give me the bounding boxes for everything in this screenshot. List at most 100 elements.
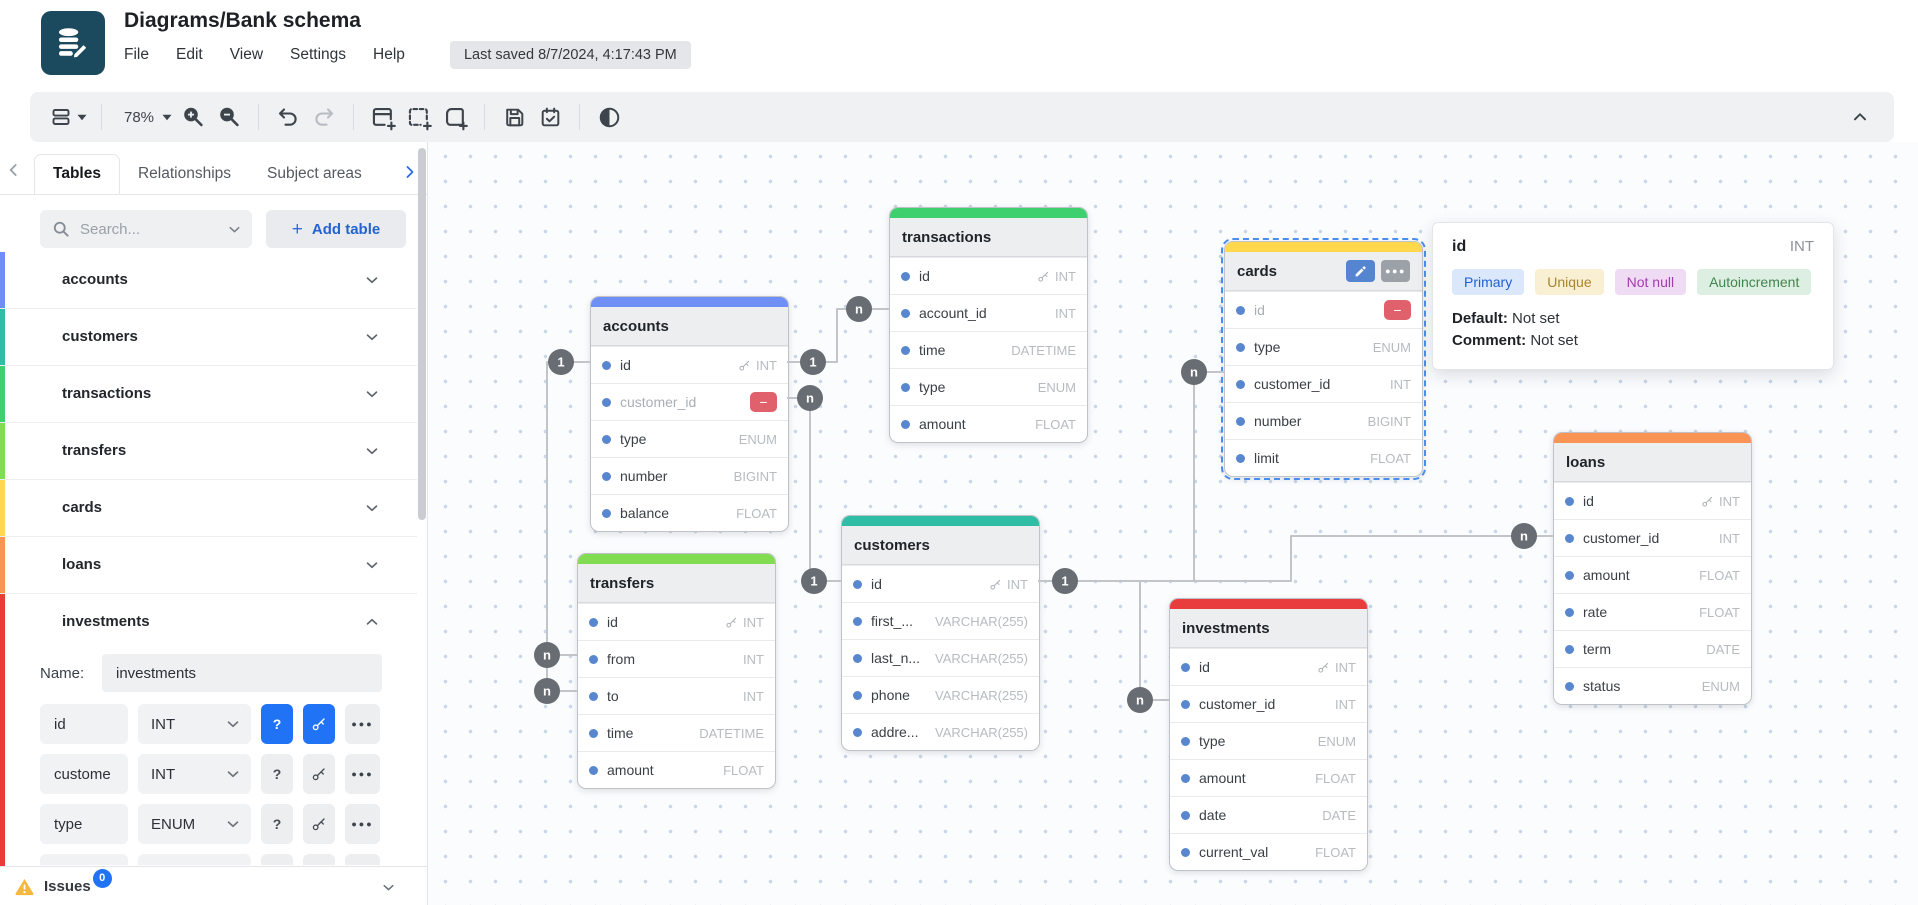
sidebar-table-header[interactable]: investments [0, 594, 417, 650]
menu-item-settings[interactable]: Settings [290, 46, 347, 63]
add-table-tool-button[interactable] [365, 100, 401, 134]
chevron-down-icon[interactable] [363, 499, 381, 517]
field-more-button[interactable]: ●●● [345, 804, 380, 844]
tab-tables[interactable]: Tables [34, 154, 120, 194]
sidebar-table-header[interactable]: cards [0, 480, 417, 536]
add-area-tool-button[interactable] [401, 100, 437, 134]
menu-item-help[interactable]: Help [373, 46, 405, 63]
field-name-input[interactable] [40, 854, 128, 865]
table-more-button[interactable]: ●●● [1381, 260, 1410, 282]
search-input[interactable] [40, 210, 252, 248]
chevron-down-icon[interactable] [363, 442, 381, 460]
sidebar-table-header[interactable]: transactions [0, 366, 417, 422]
relationship-edge[interactable] [1193, 371, 1224, 581]
redo-button[interactable] [306, 100, 342, 134]
field-name-input[interactable]: id [40, 704, 128, 744]
menu-item-file[interactable]: File [124, 46, 149, 63]
sidebar-table-header[interactable]: customers [0, 309, 417, 365]
table-field-last_n[interactable]: last_n...VARCHAR(255) [842, 639, 1039, 676]
table-header[interactable]: loans [1554, 443, 1751, 482]
sidebar-table-header[interactable]: accounts [0, 252, 417, 308]
table-field-customer_id[interactable]: customer_id− [591, 383, 788, 420]
table-field-first_[interactable]: first_...VARCHAR(255) [842, 602, 1039, 639]
relationship-edge[interactable] [546, 655, 577, 692]
add-table-button[interactable]: + Add table [266, 210, 406, 248]
relationship-edge[interactable] [787, 397, 841, 582]
menu-item-view[interactable]: View [229, 46, 264, 63]
field-nullable-button[interactable]: ? [261, 754, 293, 794]
diagram-style-button[interactable] [46, 100, 90, 134]
table-header[interactable]: investments [1170, 609, 1367, 648]
zoom-out-button[interactable] [211, 100, 247, 134]
issues-bar[interactable]: Issues 0 [0, 866, 427, 905]
delete-field-button[interactable]: − [1384, 300, 1411, 320]
tabs-scroll-left-button[interactable] [4, 160, 24, 180]
menu-item-edit[interactable]: Edit [175, 46, 203, 63]
sidebar-table-header[interactable]: loans [0, 537, 417, 593]
field-primary-key-button[interactable] [303, 704, 335, 744]
add-note-tool-button[interactable] [437, 100, 473, 134]
sidebar-scrollbar[interactable] [418, 148, 426, 520]
relationship-edge[interactable] [1139, 581, 1169, 701]
field-more-button[interactable] [345, 854, 380, 865]
relationship-edge[interactable] [787, 308, 889, 363]
todo-button[interactable] [532, 100, 568, 134]
table-name-input[interactable] [102, 654, 382, 692]
field-more-button[interactable]: ●●● [345, 704, 380, 744]
sidebar-table-header[interactable]: transfers [0, 423, 417, 479]
table-header[interactable]: customers [842, 526, 1039, 565]
table-header[interactable]: cards●●● [1225, 252, 1422, 291]
zoom-in-button[interactable] [175, 100, 211, 134]
field-primary-key-button[interactable] [303, 854, 335, 865]
table-header[interactable]: transactions [890, 218, 1087, 257]
field-name-input[interactable]: custome [40, 754, 128, 794]
undo-button[interactable] [270, 100, 306, 134]
table-header[interactable]: accounts [591, 307, 788, 346]
collapse-toolbar-button[interactable] [1842, 100, 1878, 134]
delete-field-button[interactable]: − [750, 392, 777, 412]
field-nullable-button[interactable]: ? [261, 704, 293, 744]
zoom-level-dropdown[interactable]: 78% [113, 100, 175, 134]
field-type-select[interactable]: INT [138, 704, 251, 744]
field-name-input[interactable]: type [40, 804, 128, 844]
theme-toggle-button[interactable] [591, 100, 627, 134]
field-nullable-button[interactable] [261, 854, 293, 865]
table-header[interactable]: transfers [578, 564, 775, 603]
table-field-addre[interactable]: addre...VARCHAR(255) [842, 713, 1039, 750]
